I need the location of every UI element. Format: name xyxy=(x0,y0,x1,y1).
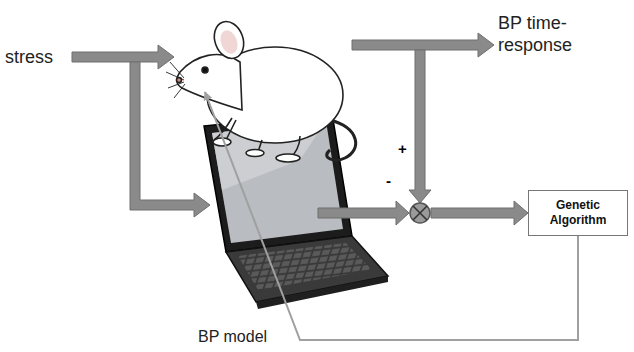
node-text: BP model xyxy=(198,327,267,346)
process-box: Genetic Algorithm xyxy=(528,190,628,236)
summing-junction xyxy=(410,203,430,223)
node-text: Genetic Algorithm xyxy=(533,198,623,228)
output-label: BP time-response xyxy=(498,12,620,56)
input-label: stress xyxy=(5,46,53,68)
rat-picture xyxy=(166,17,356,162)
minus-sign: - xyxy=(386,172,391,190)
laptop-model: BP model xyxy=(190,88,390,346)
feedback-arrow xyxy=(205,92,578,340)
plus-sign: + xyxy=(398,140,407,158)
signal-arrows xyxy=(72,33,528,225)
